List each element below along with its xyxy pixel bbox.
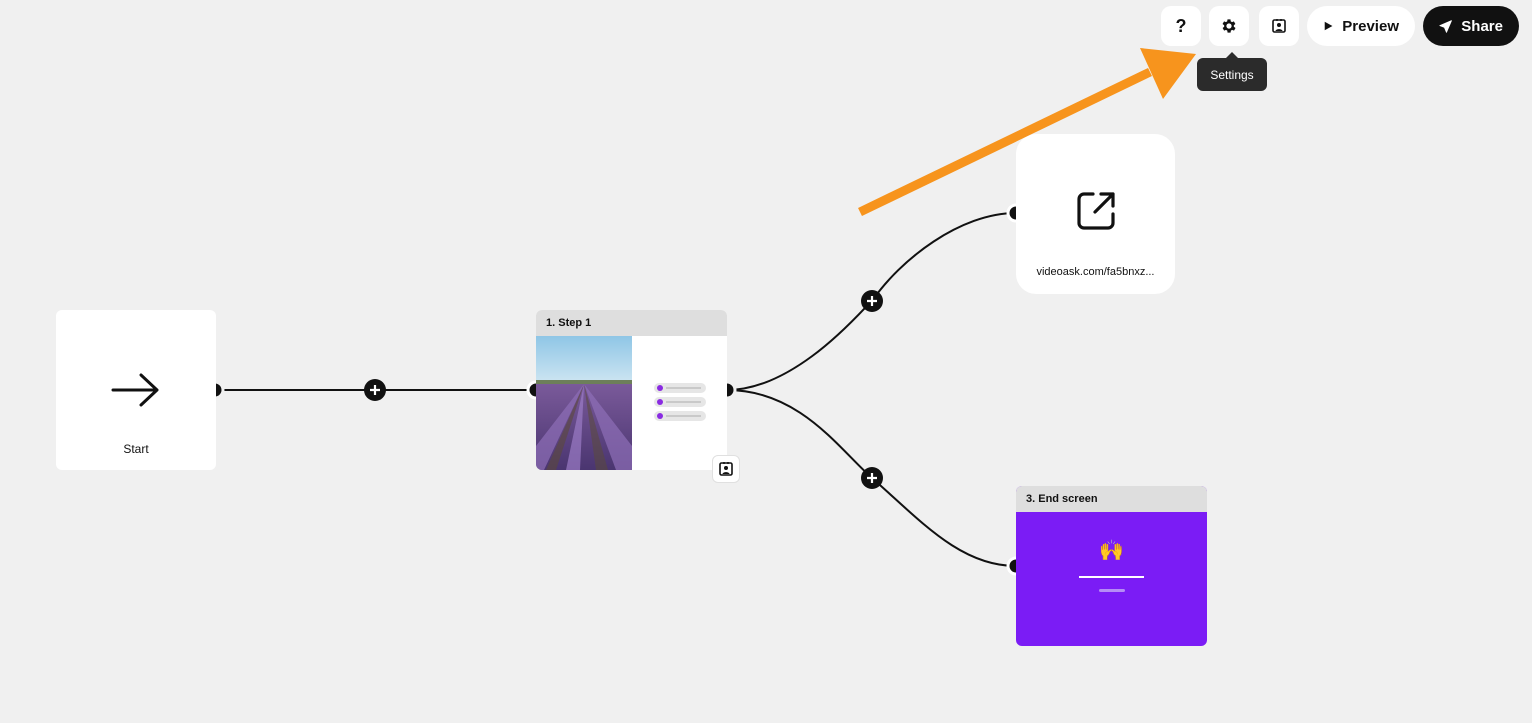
question-mark-icon: ? <box>1175 15 1187 36</box>
settings-button[interactable] <box>1209 6 1249 46</box>
end-screen-subline <box>1099 589 1125 592</box>
lavender-field-thumbnail <box>536 336 632 470</box>
step-1-node[interactable]: 1. Step 1 <box>536 310 727 470</box>
raised-hands-emoji: 🙌 <box>1099 540 1124 562</box>
share-button[interactable]: Share <box>1423 6 1519 46</box>
settings-tooltip: Settings <box>1197 52 1267 91</box>
play-icon <box>1324 21 1333 31</box>
contact-card-icon <box>719 462 733 476</box>
plus-icon <box>370 385 380 395</box>
option-placeholder <box>654 397 706 407</box>
share-label: Share <box>1461 17 1503 35</box>
start-label: Start <box>123 442 149 456</box>
preview-button[interactable]: Preview <box>1307 6 1415 46</box>
step-1-contact-badge[interactable] <box>712 455 740 483</box>
end-screen-divider <box>1079 576 1144 578</box>
step-1-title: 1. Step 1 <box>536 310 727 336</box>
paper-plane-icon <box>1439 19 1452 33</box>
end-screen-title: 3. End screen <box>1016 486 1207 512</box>
plus-icon <box>867 473 877 483</box>
add-step-button-1[interactable] <box>364 379 386 401</box>
help-button[interactable]: ? <box>1161 6 1201 46</box>
start-node[interactable]: Start <box>56 310 216 470</box>
arrow-right-icon <box>111 373 159 407</box>
add-step-button-3[interactable] <box>861 467 883 489</box>
redirect-url: videoask.com/fa5bnxz... <box>1036 266 1155 278</box>
preview-label: Preview <box>1342 17 1399 35</box>
gear-icon <box>1222 19 1236 33</box>
plus-icon <box>867 296 877 306</box>
option-placeholder <box>654 411 706 421</box>
external-link-icon <box>1077 192 1115 230</box>
option-placeholder <box>654 383 706 393</box>
contact-card-icon <box>1272 19 1286 33</box>
end-screen-node[interactable]: 3. End screen 🙌 <box>1016 486 1207 646</box>
step-1-options-preview <box>654 383 706 425</box>
add-step-button-2[interactable] <box>861 290 883 312</box>
contact-button[interactable] <box>1259 6 1299 46</box>
redirect-link-node[interactable]: videoask.com/fa5bnxz... <box>1016 134 1175 294</box>
